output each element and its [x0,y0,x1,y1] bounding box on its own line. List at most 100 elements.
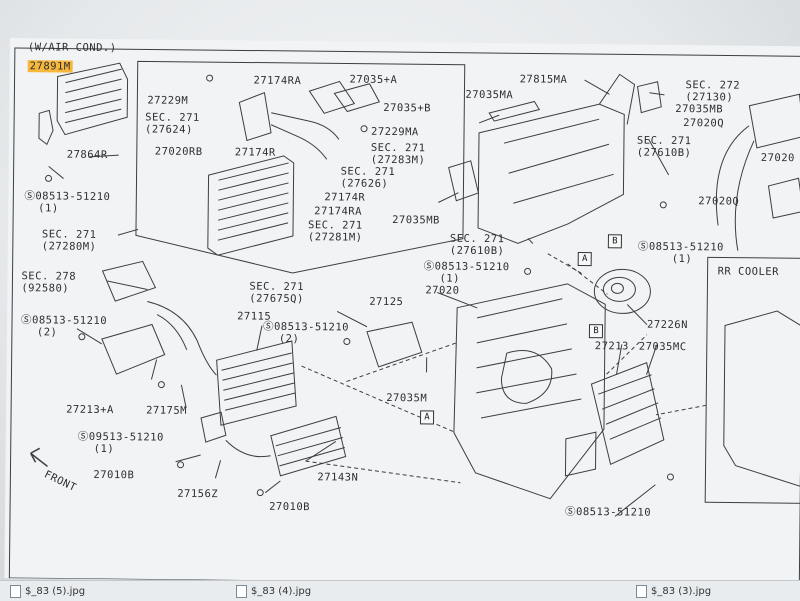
heater-core-part [216,340,297,426]
callout-27226N: 27226N [646,318,689,332]
callout-08513-mid: Ⓢ08513-51210 [423,260,510,274]
cover-part [101,323,166,375]
callout-sec272-num: (27130) [685,91,734,104]
ref-box-b-top: B [607,234,622,249]
callout-sec271-27610B-num: (27610B) [636,146,692,160]
callout-sec271-27624: SEC. 271 [145,111,200,124]
inset-evaporator-part [207,155,295,256]
taskbar-file-3[interactable]: $_83 (3).jpg [636,584,711,598]
duct-part [477,73,636,244]
ref-box-a-top: A [577,251,592,267]
taskbar: $_83 (5).jpg $_83 (4).jpg $_83 (3).jpg [0,580,800,601]
seal-27035MB [448,160,479,202]
callout-27035A: 27035+A [349,73,398,87]
callout-27035MB-mid: 27035MB [392,214,440,227]
exploded-parts-diagram [8,47,800,587]
callout-27174R: 27174R [234,146,276,159]
heater-unit-part [453,283,606,500]
callout-27020Q-top: 27020Q [683,117,725,130]
front-arrow-icon [29,447,48,468]
rr-cooler-box [704,256,800,504]
callout-27035MA: 27035MA [465,88,514,102]
callout-sec271-27626: SEC. 271 [340,165,396,179]
parts-diagram-sheet: (W/AIR COND.) 27891M 27864R Ⓢ08513-51210… [4,38,800,587]
callout-27020RB: 27020RB [154,145,203,159]
bracket-part [38,109,54,146]
callout-sec271-27624-num: (27624) [144,123,193,136]
callout-27864R: 27864R [66,148,108,162]
callout-08513-center-qty: (2) [278,332,300,346]
callout-sec271-27610B-2: SEC. 271 [449,232,505,246]
callout-09513: Ⓢ09513-51210 [77,430,164,444]
callout-sec278: SEC. 278 [21,270,77,283]
callout-08513-ml: Ⓢ08513-51210 [20,314,108,328]
callout-27229M: 27229M [147,94,189,107]
image-file-icon [636,584,647,598]
callout-27035MC: 27035MC [638,340,687,354]
callout-08513-right: Ⓢ08513-51210 [637,240,724,254]
callout-08513-right-qty: (1) [671,252,693,266]
callout-08513-center: Ⓢ08513-51210 [262,320,350,334]
callout-27815MA: 27815MA [519,73,568,86]
callout-sec271-27626-num: (27626) [340,177,389,190]
callout-27891M: 27891M [27,60,73,73]
callout-27174RA-top: 27174RA [253,74,302,88]
callout-27213A: 27213+A [66,403,114,417]
callout-27143N: 27143N [317,471,359,484]
callout-27125: 27125 [369,295,404,309]
blower-motor-part [593,268,651,314]
callout-27229MA: 27229MA [370,125,419,139]
callout-27020-right: 27020 [760,151,795,165]
bolt-fasteners [45,74,674,497]
rr-cooler-label: RR COOLER [717,265,780,279]
callout-27020Q-mid: 27020Q [698,195,740,208]
callout-27010B-bottom: 27010B [269,500,311,514]
taskbar-file-2[interactable]: $_83 (4).jpg [236,584,311,598]
callout-27035B: 27035+B [383,101,432,115]
image-file-icon [236,584,247,598]
callout-27035M: 27035M [386,391,428,405]
taskbar-file-1-label: $_83 (5).jpg [25,585,86,597]
callout-27174RA-bottom: 27174RA [314,205,363,218]
ref-box-b-mid: B [588,324,604,339]
actuator-part [366,321,423,368]
taskbar-file-3-label: $_83 (3).jpg [651,585,712,597]
callout-sec271-27610B: SEC. 271 [636,134,692,148]
callout-09513-qty: (1) [93,442,115,456]
sec278-block [101,260,157,302]
taskbar-file-1[interactable]: $_83 (5).jpg [10,584,85,598]
image-file-icon [10,584,21,598]
resistor-part [270,415,347,477]
callout-27213: 27213 [594,340,629,353]
callout-sec271-27280M: SEC. 271 [41,228,97,241]
rr-cooler-part [723,310,800,487]
callout-sec272: SEC. 272 [685,79,741,92]
inset-box [135,60,466,274]
callout-27010B-left: 27010B [93,468,135,482]
seal-parts [308,80,381,114]
callout-27175M: 27175M [146,404,188,417]
callout-08513-tl: Ⓢ08513-51210 [24,190,111,204]
callout-sec278-num: (92580) [21,282,70,295]
sec272-part [748,93,800,149]
callout-sec271-27610B-2-num: (27610B) [449,244,505,258]
callout-27174R-bottom: 27174R [324,191,366,204]
callout-sec271-27281M: SEC. 271 [307,219,363,232]
callout-sec271-27283M-num: (27283M) [370,153,426,167]
callout-27035MB-top: 27035MB [675,102,724,116]
callout-08513-bottom-right: Ⓢ08513-51210 [565,505,652,519]
callout-sec271-27280M-num: (27280M) [41,240,97,253]
callout-08513-ml-qty: (2) [36,326,58,339]
callout-27156Z: 27156Z [177,487,219,501]
page-title: (W/AIR COND.) [27,41,117,55]
callout-sec271-27675Q: SEC. 271 [249,280,305,294]
callout-sec271-27283M: SEC. 271 [370,141,426,155]
callout-27020: 27020 [425,284,460,297]
seal-27035MA [488,100,541,122]
callout-sec271-27281M-num: (27281M) [307,231,363,244]
seal-27035MB-top [636,81,662,114]
filter-part [590,362,665,466]
callout-sec271-27675Q-num: (27675Q) [249,292,304,306]
expansion-valve [238,91,272,142]
evaporator-part [56,62,129,136]
